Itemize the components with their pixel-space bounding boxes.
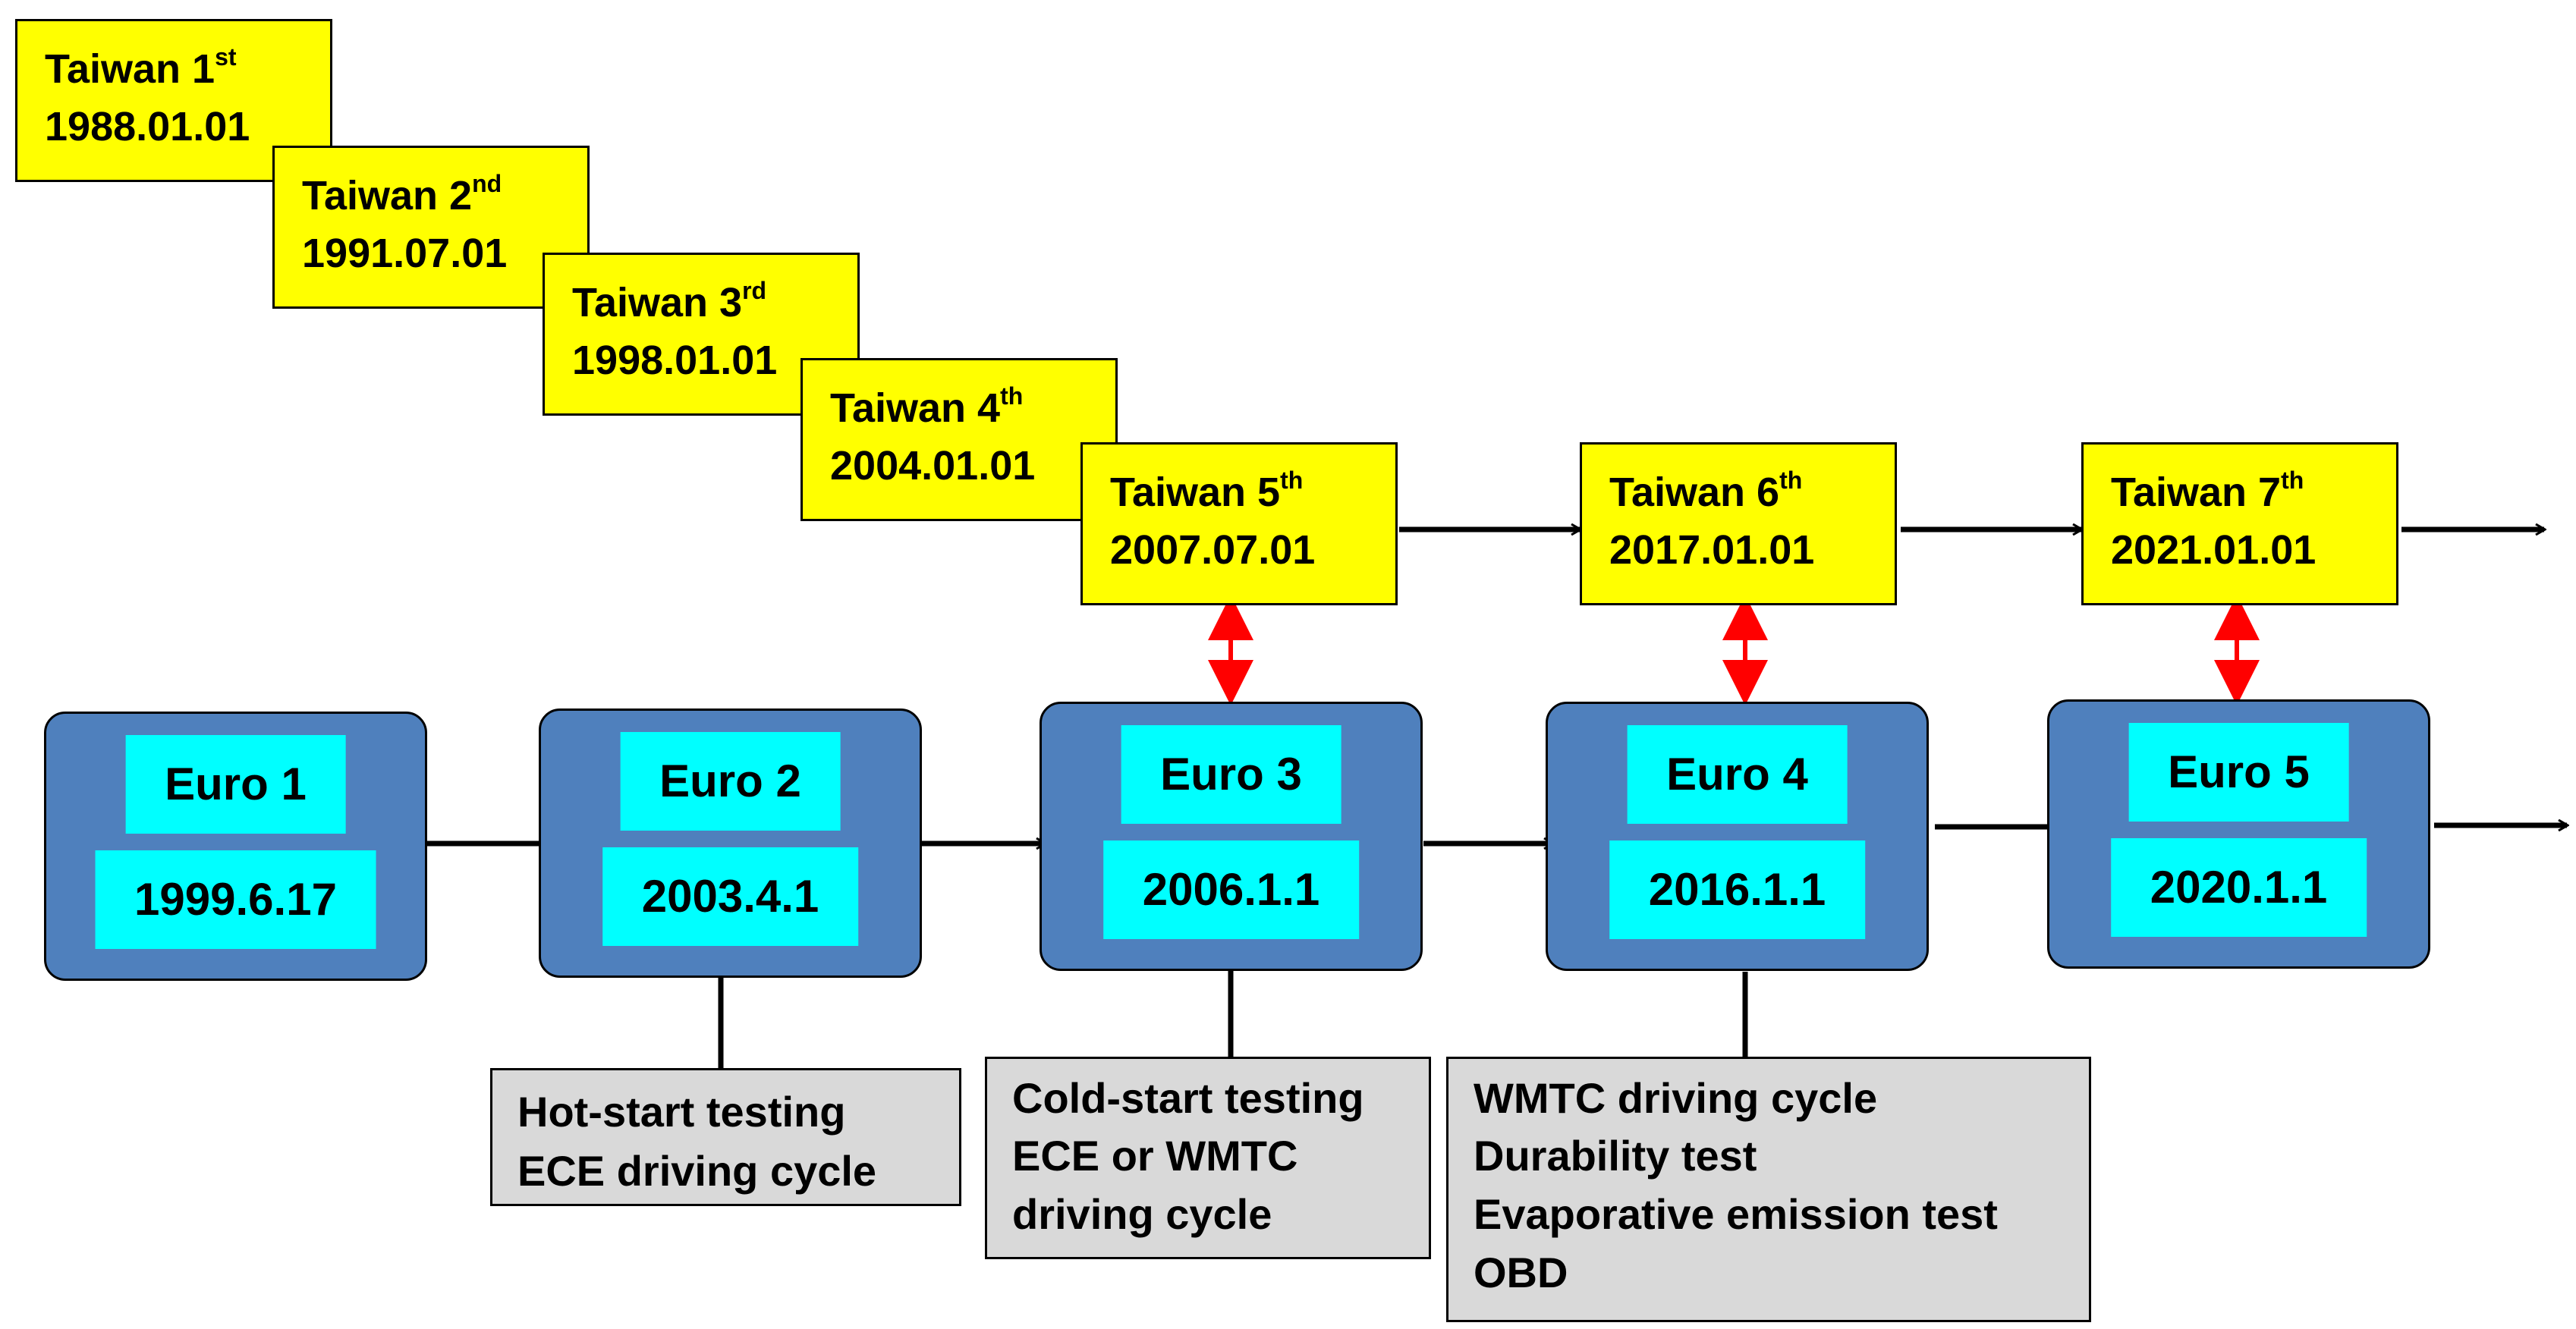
note-line: ECE or WMTC: [1012, 1132, 1298, 1180]
euro-stage-name: Euro 2: [620, 732, 841, 831]
euro-stage-name: Euro 4: [1627, 725, 1848, 824]
taiwan-stage-label: Taiwan 5th: [1110, 467, 1304, 515]
taiwan-stage-label: Taiwan 7th: [2111, 467, 2304, 515]
taiwan-stage-1: Taiwan 1st 1988.01.01: [15, 19, 332, 182]
euro-stage-2: Euro 2 2003.4.1: [539, 708, 922, 978]
euro-stage-date: 1999.6.17: [95, 850, 376, 949]
taiwan-stage-label: Taiwan 1st: [45, 43, 237, 92]
taiwan-stage-label: Taiwan 6th: [1609, 467, 1803, 515]
note-line: Cold-start testing: [1012, 1074, 1364, 1122]
euro-3-test-note: Cold-start testing ECE or WMTC driving c…: [985, 1057, 1431, 1259]
note-line: OBD: [1474, 1249, 1568, 1296]
note-line: WMTC driving cycle: [1474, 1074, 1878, 1122]
taiwan-stage-6: Taiwan 6th 2017.01.01: [1580, 442, 1897, 605]
euro-stage-date: 2006.1.1: [1102, 840, 1360, 939]
taiwan-stage-5: Taiwan 5th 2007.07.01: [1080, 442, 1398, 605]
taiwan-stage-date: 1988.01.01: [45, 104, 250, 149]
euro-2-test-note: Hot-start testing ECE driving cycle: [490, 1068, 961, 1206]
euro-stage-name: Euro 3: [1121, 725, 1341, 824]
euro-stage-date: 2003.4.1: [602, 847, 859, 946]
note-line: ECE driving cycle: [517, 1147, 877, 1195]
taiwan-stage-date: 2004.01.01: [830, 443, 1036, 489]
note-line: Evaporative emission test: [1474, 1190, 1998, 1238]
taiwan-stage-4: Taiwan 4th 2004.01.01: [800, 358, 1118, 521]
taiwan-stage-date: 2007.07.01: [1110, 527, 1316, 573]
note-line: driving cycle: [1012, 1190, 1272, 1238]
euro-stage-name: Euro 1: [125, 735, 346, 834]
euro-stage-4: Euro 4 2016.1.1: [1546, 702, 1929, 971]
euro-stage-3: Euro 3 2006.1.1: [1040, 702, 1423, 971]
note-line: Hot-start testing: [517, 1088, 846, 1136]
taiwan-stage-label: Taiwan 3rd: [572, 277, 767, 325]
taiwan-stage-2: Taiwan 2nd 1991.07.01: [272, 146, 590, 309]
taiwan-stage-date: 2021.01.01: [2111, 527, 2317, 573]
taiwan-stage-date: 1998.01.01: [572, 338, 778, 383]
taiwan-stage-label: Taiwan 4th: [830, 382, 1024, 431]
euro-4-test-note: WMTC driving cycle Durability test Evapo…: [1446, 1057, 2091, 1322]
taiwan-stage-date: 1991.07.01: [302, 231, 508, 276]
euro-stage-date: 2016.1.1: [1609, 840, 1866, 939]
euro-stage-date: 2020.1.1: [2110, 838, 2367, 937]
note-line: Durability test: [1474, 1132, 1757, 1180]
euro-stage-1: Euro 1 1999.6.17: [44, 712, 427, 981]
euro-stage-name: Euro 5: [2128, 723, 2349, 822]
taiwan-stage-7: Taiwan 7th 2021.01.01: [2081, 442, 2398, 605]
taiwan-stage-date: 2017.01.01: [1609, 527, 1815, 573]
taiwan-stage-label: Taiwan 2nd: [302, 170, 502, 218]
euro-stage-5: Euro 5 2020.1.1: [2047, 699, 2430, 969]
